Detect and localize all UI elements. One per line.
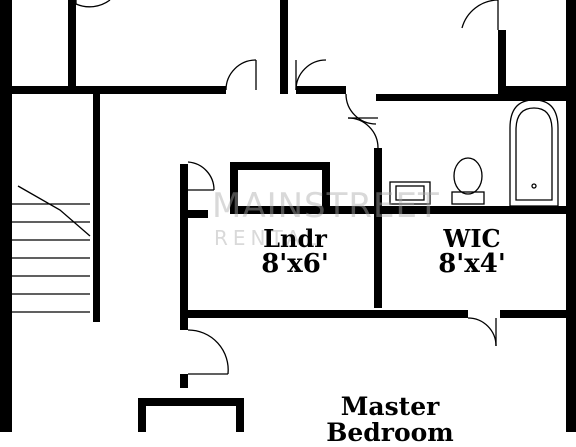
wall-upper-v3 <box>498 30 506 94</box>
closet-left <box>138 398 146 432</box>
tub-drain <box>531 183 537 189</box>
door-arc-bath <box>347 117 379 149</box>
wic-label: WIC 8'x4' <box>412 226 532 278</box>
door-arc-hall-2 <box>295 59 327 91</box>
wall-upper-right <box>498 86 576 94</box>
wall-master-left <box>180 318 188 330</box>
door-arc-hall-1 <box>225 59 257 91</box>
wall-upper-mid <box>296 86 346 94</box>
wall-left-outer <box>0 0 12 432</box>
wall-stair <box>93 94 100 322</box>
wall-upper-v2 <box>280 0 288 94</box>
wall-bath-top <box>376 94 576 101</box>
closet-box <box>138 398 244 406</box>
bath-fixtures <box>389 99 559 207</box>
floor-plan <box>0 0 576 432</box>
door-arc-wic <box>467 317 497 347</box>
door-arc-hall-3 <box>345 93 377 125</box>
wall-bath-left <box>374 148 382 308</box>
watermark-secondary: RENTAL <box>214 226 321 250</box>
toilet-bowl <box>453 157 483 195</box>
wall-master-lower <box>180 374 188 388</box>
toilet-tank <box>451 191 485 205</box>
wic-size: 8'x4' <box>438 249 506 280</box>
laundry-name: Lndr <box>263 224 327 253</box>
wall-wic-top <box>382 206 566 214</box>
wall-upper-left <box>0 86 226 94</box>
door-arc-top-left <box>75 0 111 8</box>
sink-basin <box>395 185 425 201</box>
master-label: Master Bedroom <box>310 392 470 447</box>
wic-name: WIC <box>443 224 501 253</box>
stair-outline <box>17 185 91 237</box>
laundry-label: Lndr 8'x6' <box>240 226 350 278</box>
staircase <box>12 185 91 313</box>
bathtub-inner <box>515 107 553 201</box>
door-arc-master <box>187 329 229 375</box>
doors <box>75 0 499 375</box>
sink <box>389 181 431 205</box>
door-arc-laundry <box>187 161 215 191</box>
wall-bath-lower <box>374 200 382 212</box>
wall-laundry-mid <box>230 162 238 212</box>
master-name: Master <box>340 392 440 421</box>
walls <box>0 0 576 432</box>
bathtub <box>509 99 559 207</box>
wall-right-outer <box>566 0 576 432</box>
wall-laundry-right <box>322 162 330 210</box>
wall-laundry-shelf <box>230 206 375 214</box>
watermark-primary: MAINSTREET <box>212 186 440 226</box>
wall-lower-right <box>500 310 576 318</box>
master-name-line2: Bedroom <box>326 418 454 447</box>
closet-right <box>236 398 244 432</box>
wall-laundry-top <box>230 162 330 170</box>
wall-upper-v1 <box>68 0 76 94</box>
wall-laundry-left <box>180 164 188 314</box>
wall-lower <box>180 310 468 318</box>
laundry-size: 8'x6' <box>261 249 329 280</box>
wall-laundry-stub <box>188 210 208 218</box>
door-arc-top-right <box>461 0 499 29</box>
